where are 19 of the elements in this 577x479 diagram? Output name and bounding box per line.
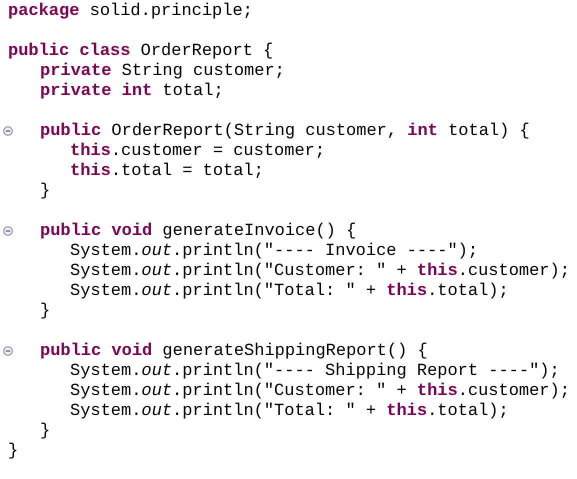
code-line: } — [40, 422, 50, 442]
code-line: System.out.println("Total: " + this.total); — [70, 282, 509, 302]
code-line: } — [8, 442, 18, 462]
code-line: private int total; — [40, 82, 224, 102]
code-line: System.out.println("---- Invoice ----"); — [70, 242, 478, 262]
code-line: this.customer = customer; — [70, 142, 326, 162]
code-line: } — [40, 182, 50, 202]
code-line: System.out.println("Customer: " + this.customer); — [70, 262, 570, 282]
code-line: System.out.println("---- Shipping Report ----"); — [70, 362, 560, 382]
code-line: public OrderReport(String customer, int total) { — [40, 122, 530, 142]
code-line: private String customer; — [40, 62, 285, 82]
code-line: System.out.println("Customer: " + this.customer); — [70, 382, 570, 402]
code-line: public void generateInvoice() { — [40, 222, 356, 242]
code-line: } — [40, 302, 50, 322]
code-line: this.total = total; — [70, 162, 264, 182]
code-line: package solid.principle; — [8, 2, 253, 22]
code-line: public void generateShippingReport() { — [40, 342, 428, 362]
code-line: public class OrderReport { — [8, 42, 274, 62]
code-line: System.out.println("Total: " + this.total); — [70, 402, 509, 422]
